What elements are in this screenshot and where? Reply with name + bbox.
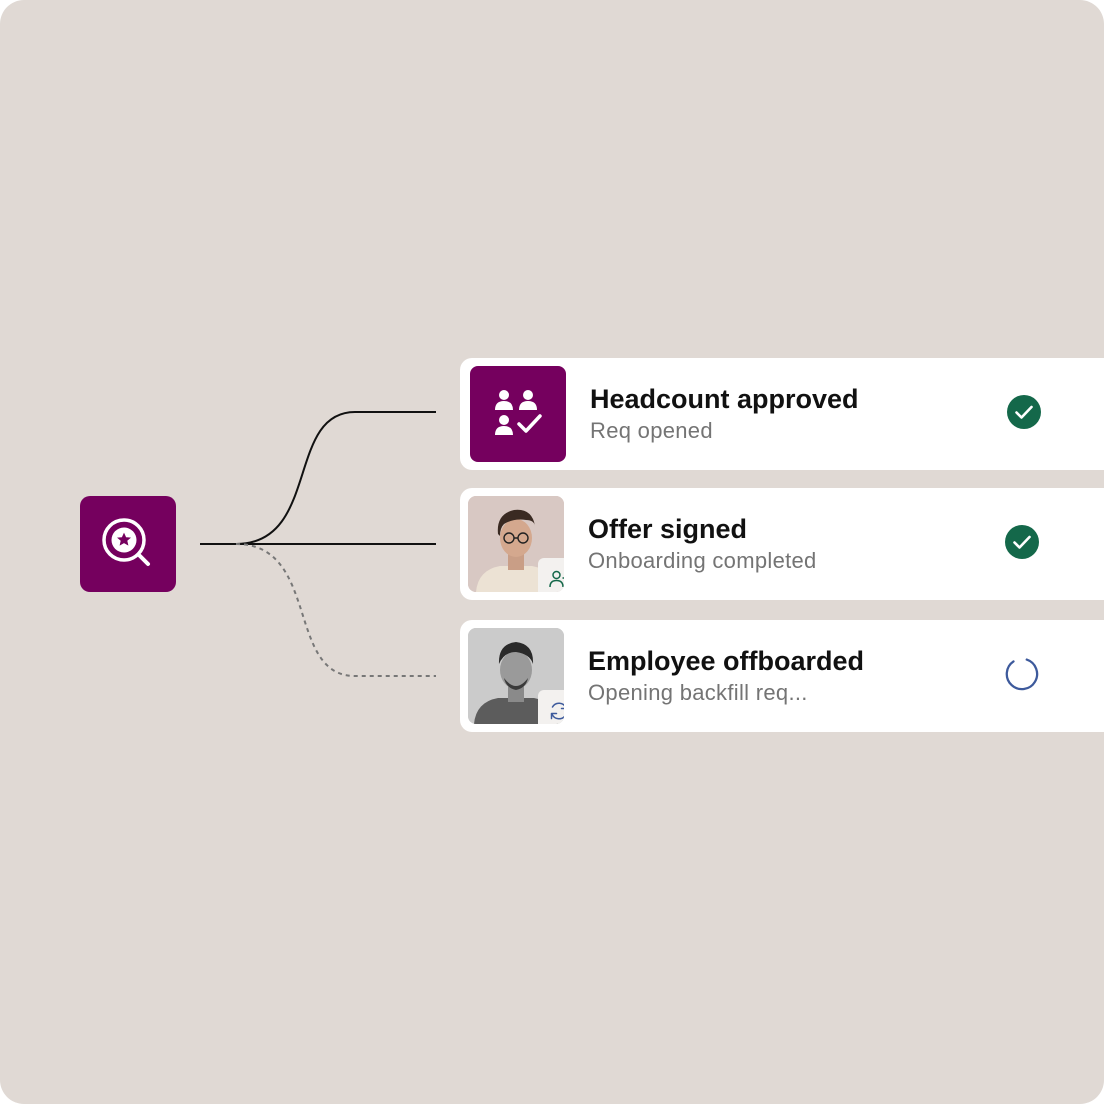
status-complete	[1006, 394, 1042, 430]
headcount-thumbnail	[470, 366, 566, 462]
people-check-icon	[495, 390, 542, 435]
refresh-icon	[550, 702, 564, 720]
loading-spinner-icon	[1005, 658, 1039, 691]
card-subtitle: Req opened	[590, 418, 713, 443]
card-employee-offboarded[interactable]: Employee offboarded Opening backfill req…	[460, 620, 1104, 732]
user-plus-icon	[549, 570, 564, 588]
connector-offboarded	[235, 543, 436, 677]
employee-photo	[468, 628, 564, 724]
employee-photo	[468, 496, 564, 592]
card-subtitle: Opening backfill req...	[588, 680, 808, 705]
star-search-icon	[102, 518, 150, 566]
onboarding-badge	[538, 558, 564, 592]
recruiting-hub-node[interactable]	[80, 496, 176, 592]
status-in-progress	[1004, 656, 1040, 692]
connector-headcount	[200, 411, 436, 545]
backfill-badge	[538, 690, 564, 724]
card-subtitle: Onboarding completed	[588, 548, 817, 573]
card-offer-signed[interactable]: Offer signed Onboarding completed	[460, 488, 1104, 600]
card-title: Offer signed	[588, 514, 748, 544]
status-complete	[1004, 524, 1040, 560]
card-title: Employee offboarded	[588, 646, 865, 676]
check-circle-icon	[1007, 395, 1041, 429]
card-title: Headcount approved	[590, 384, 859, 414]
check-circle-icon	[1005, 525, 1039, 559]
card-headcount-approved[interactable]: Headcount approved Req opened	[460, 358, 1104, 470]
